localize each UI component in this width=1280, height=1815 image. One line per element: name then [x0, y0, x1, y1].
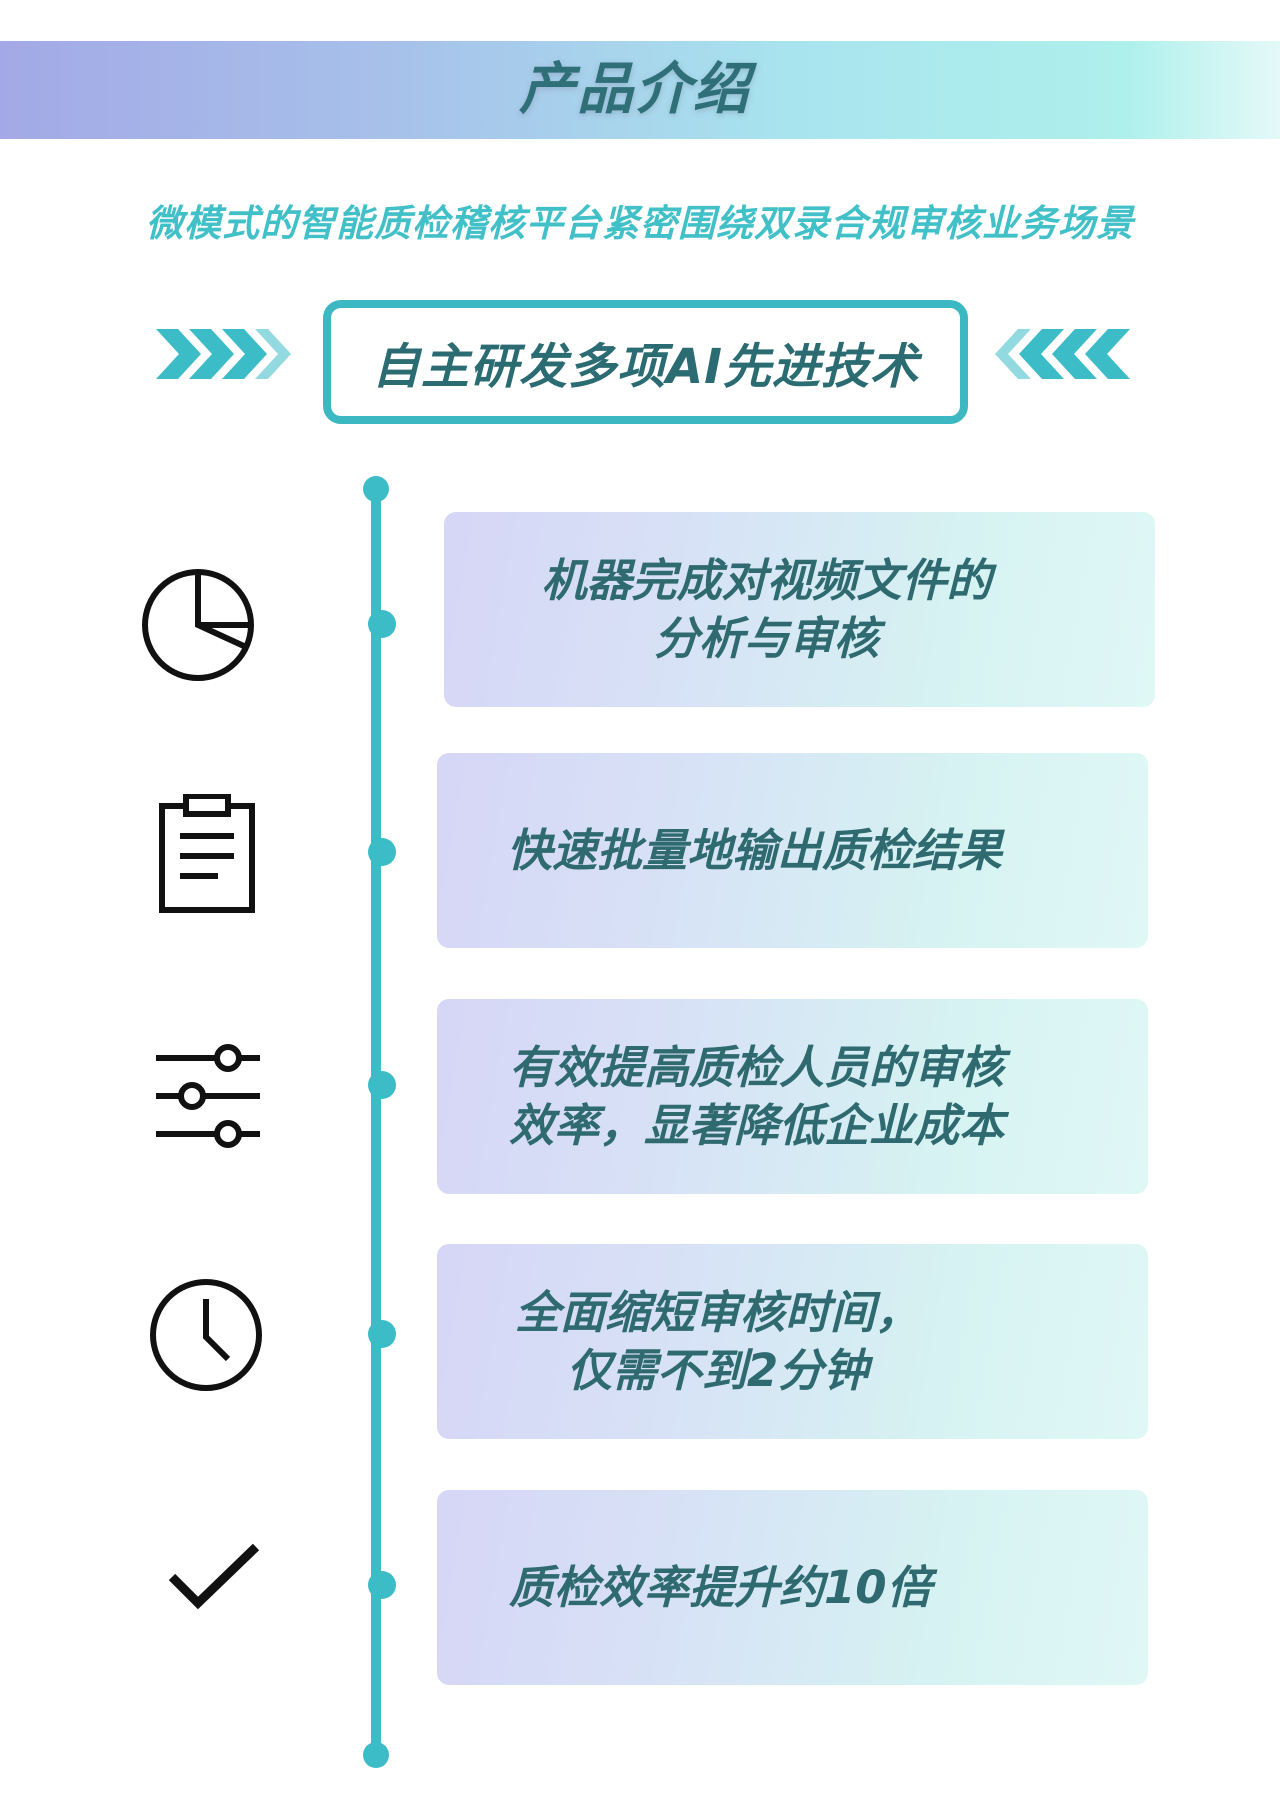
timeline-dot [368, 1320, 396, 1348]
clock-icon [146, 1275, 266, 1395]
page-title: 产品介绍 [519, 57, 751, 122]
check-icon [164, 1525, 264, 1625]
highlight-text: 自主研发多项AI先进技术 [371, 339, 919, 395]
feature-text: 快速批量地输出质检结果 [507, 823, 1003, 877]
timeline-line [371, 487, 381, 1753]
feature-card: 快速批量地输出质检结果 [437, 753, 1148, 948]
chevron-left-icon [995, 329, 1130, 379]
highlight-box: 自主研发多项AI先进技术 [323, 300, 968, 424]
timeline-dot [368, 838, 396, 866]
feature-card: 全面缩短审核时间， 仅需不到2分钟 [437, 1244, 1148, 1439]
chevron-right-icon [156, 329, 291, 379]
pie-chart-icon [138, 565, 258, 685]
clipboard-icon [148, 794, 268, 914]
feature-card: 机器完成对视频文件的 分析与审核 [444, 512, 1155, 707]
feature-text: 质检效率提升约10倍 [509, 1560, 932, 1614]
feature-text: 全面缩短审核时间， 仅需不到2分钟 [514, 1285, 920, 1397]
timeline-end-dot [363, 1742, 389, 1768]
feature-card: 有效提高质检人员的审核 效率，显著降低企业成本 [437, 999, 1148, 1194]
timeline-dot [368, 1071, 396, 1099]
subtitle: 微模式的智能质检稽核平台紧密围绕双录合规审核业务场景 [146, 202, 1134, 245]
timeline-dot [368, 610, 396, 638]
timeline-start-dot [363, 476, 389, 502]
feature-text: 机器完成对视频文件的 分析与审核 [541, 553, 992, 665]
feature-card: 质检效率提升约10倍 [437, 1490, 1148, 1685]
feature-text: 有效提高质检人员的审核 效率，显著降低企业成本 [509, 1040, 1005, 1152]
sliders-icon [148, 1036, 268, 1156]
header-banner: 产品介绍 [0, 41, 1280, 139]
timeline-dot [368, 1571, 396, 1599]
